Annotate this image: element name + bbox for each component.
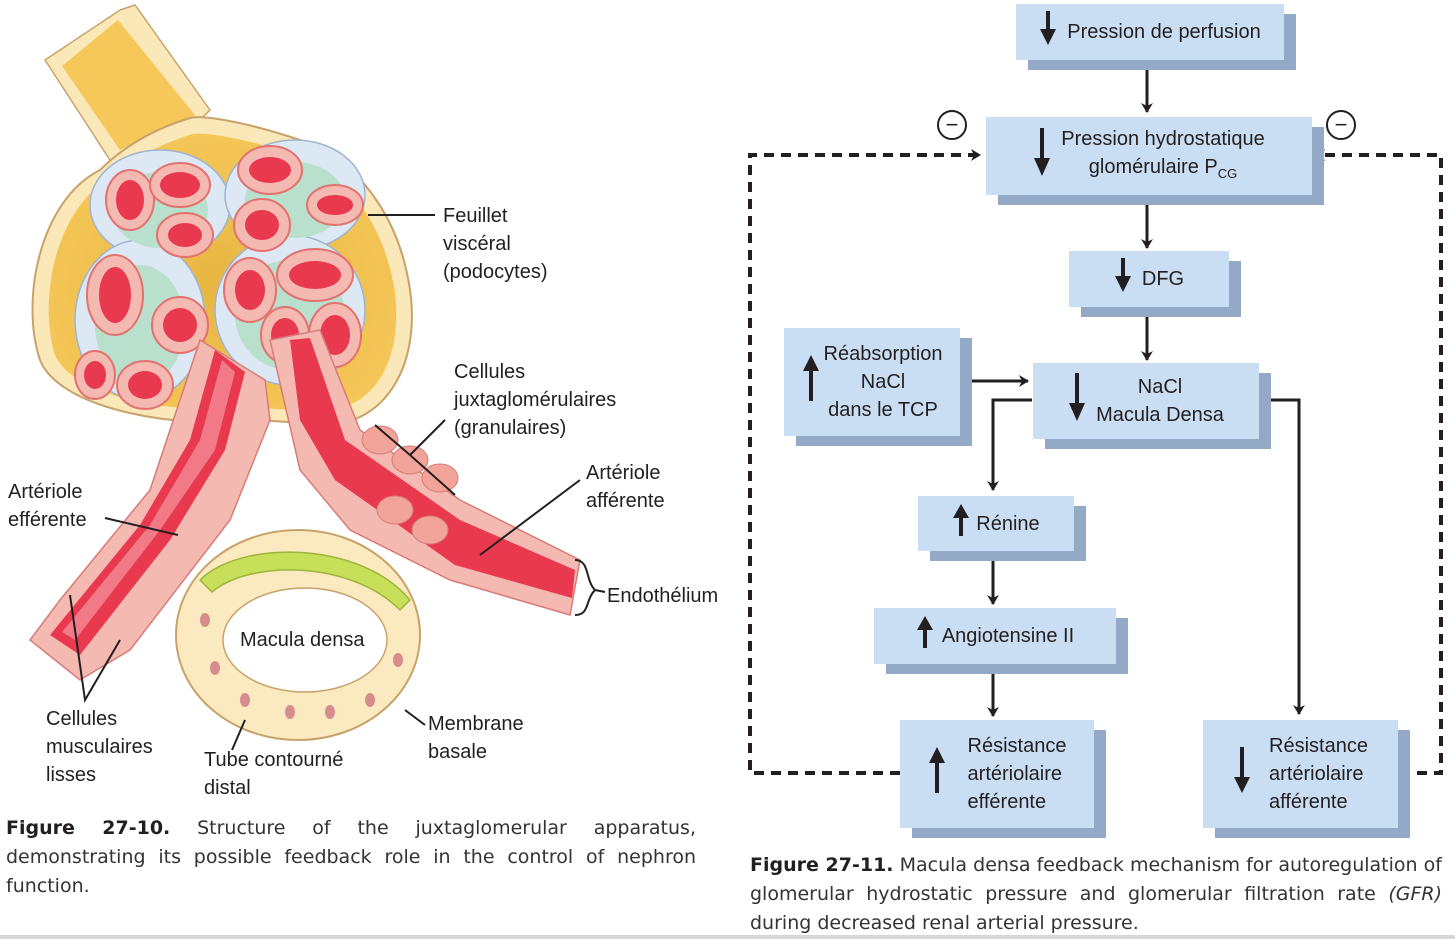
label-arteriole-afferente: Artériole afférente (586, 459, 665, 515)
arrow-nacl-to-renine (987, 398, 1032, 491)
box-label-line: Réabsorption (823, 343, 943, 365)
caption-text: Macula densa feedback mechanism for auto… (750, 854, 1442, 905)
box-label-text: glomérulaire P (1088, 155, 1218, 178)
box-label-line: NaCl (1137, 376, 1183, 398)
arrow-down-icon (1114, 258, 1132, 300)
box-resistance-efferente: Résistance artériolaire efférente (900, 720, 1094, 828)
label-line: Artériole (8, 481, 83, 503)
distal-tubule (175, 529, 421, 741)
efferent-arteriole (28, 338, 271, 681)
box-renine: Rénine (918, 496, 1074, 551)
label-arteriole-efferente: Artériole efférente (8, 478, 87, 534)
label-macula-densa: Macula densa (240, 629, 365, 651)
leader-lines (69, 214, 606, 751)
box-resistance-afferente: Résistance artériolaire afférente (1203, 720, 1398, 828)
caption-figure-27-10: Figure 27-10. Structure of the juxtaglom… (6, 814, 696, 901)
box-label: Pression hydrostatique glomérulaire PCG (1061, 125, 1264, 188)
box-label: Résistance artériolaire afférente (1269, 732, 1368, 816)
caption-italic: (GFR) (1388, 883, 1442, 905)
feedback-loop-efferent (748, 149, 981, 775)
box-label-line: Macula Densa (1096, 404, 1224, 426)
box-label-line: Pression hydrostatique (1061, 127, 1265, 150)
arrow-up-icon (916, 616, 934, 656)
label-line: (podocytes) (443, 261, 548, 283)
label-line: Cellules (46, 708, 118, 730)
label-feuillet-visceral: Feuillet viscéral (podocytes) (443, 202, 548, 286)
box-label: NaCl Macula Densa (1096, 373, 1224, 429)
box-label: Rénine (976, 512, 1040, 535)
label-line: juxtaglomérulaires (454, 389, 617, 411)
negative-feedback-sign-right: − (1326, 110, 1356, 140)
box-pression-hydrostatique: Pression hydrostatique glomérulaire PCG (986, 117, 1312, 195)
label-tube-contourne-distal: Tube contourné distal (204, 746, 343, 802)
label-line: efférente (8, 509, 87, 531)
box-label-line: glomérulaire PCG (1061, 153, 1264, 188)
label-line: (granulaires) (454, 417, 567, 439)
label-cellules-musculaires-lisses: Cellules musculaires lisses (46, 705, 153, 789)
label-line: Artériole (586, 462, 661, 484)
box-nacl-macula-densa: NaCl Macula Densa (1033, 363, 1259, 439)
label-line: lisses (46, 764, 97, 786)
page-bottom-rule (0, 935, 1455, 939)
box-label-line: dans le TCP (828, 399, 938, 421)
caption-tail: during decreased renal arterial pressure… (750, 912, 1139, 934)
caption-number: Figure 27-11. (750, 854, 894, 876)
feedback-loop-afferent (1315, 149, 1443, 775)
box-reabsorption-nacl: Réabsorption NaCl dans le TCP (784, 328, 960, 436)
box-label-line: afférente (1269, 791, 1348, 813)
box-label: DFG (1141, 268, 1185, 290)
arrow-nacl-to-resistance-afferente (1260, 398, 1305, 715)
juxtaglomerular-illustration (28, 4, 606, 751)
label-line: Cellules (454, 361, 526, 383)
arrow-down-icon (1039, 11, 1057, 53)
caption-text: Structure of the juxtaglomerular apparat… (6, 817, 696, 897)
label-line: afférente (586, 490, 665, 512)
box-label-line: NaCl (860, 371, 906, 393)
subscript-cg: CG (1217, 165, 1238, 181)
label-line: distal (204, 777, 251, 799)
box-label-line: artériolaire (967, 763, 1063, 785)
box-label-line: Résistance (967, 735, 1067, 757)
negative-feedback-sign-left: − (937, 110, 967, 140)
box-label: Angiotensine II (941, 625, 1075, 647)
label-line: musculaires (46, 736, 153, 758)
box-label-line: efférente (967, 791, 1047, 813)
box-label: Résistance artériolaire efférente (968, 732, 1067, 816)
label-line: Membrane (428, 713, 524, 735)
box-label: Réabsorption NaCl dans le TCP (824, 340, 943, 424)
arrow-up-icon (802, 355, 820, 409)
label-endothelium: Endothélium (607, 585, 719, 607)
box-label-line: Résistance (1269, 735, 1368, 757)
arrow-down-icon (1233, 747, 1251, 801)
label-membrane-basale: Membrane basale (428, 710, 524, 766)
box-pression-perfusion: Pression de perfusion (1016, 4, 1284, 60)
label-cellules-juxtaglomerulaires: Cellules juxtaglomérulaires (granulaires… (454, 358, 616, 442)
caption-number: Figure 27-10. (6, 817, 171, 839)
arrow-up-icon (952, 503, 970, 544)
box-angiotensine-ii: Angiotensine II (874, 608, 1116, 664)
box-label: Pression de perfusion (1067, 21, 1261, 43)
label-line: Tube contourné (204, 749, 344, 771)
arrow-up-icon (928, 747, 946, 801)
label-line: Feuillet (443, 205, 508, 227)
label-line: basale (428, 741, 487, 763)
arrow-down-icon (1068, 373, 1086, 429)
arrow-down-icon (1033, 128, 1051, 184)
label-line: viscéral (443, 233, 511, 255)
box-dfg: DFG (1069, 251, 1229, 307)
box-label-line: artériolaire (1269, 763, 1364, 785)
caption-figure-27-11: Figure 27-11. Macula densa feedback mech… (750, 851, 1442, 938)
afferent-arteriole (269, 329, 581, 616)
